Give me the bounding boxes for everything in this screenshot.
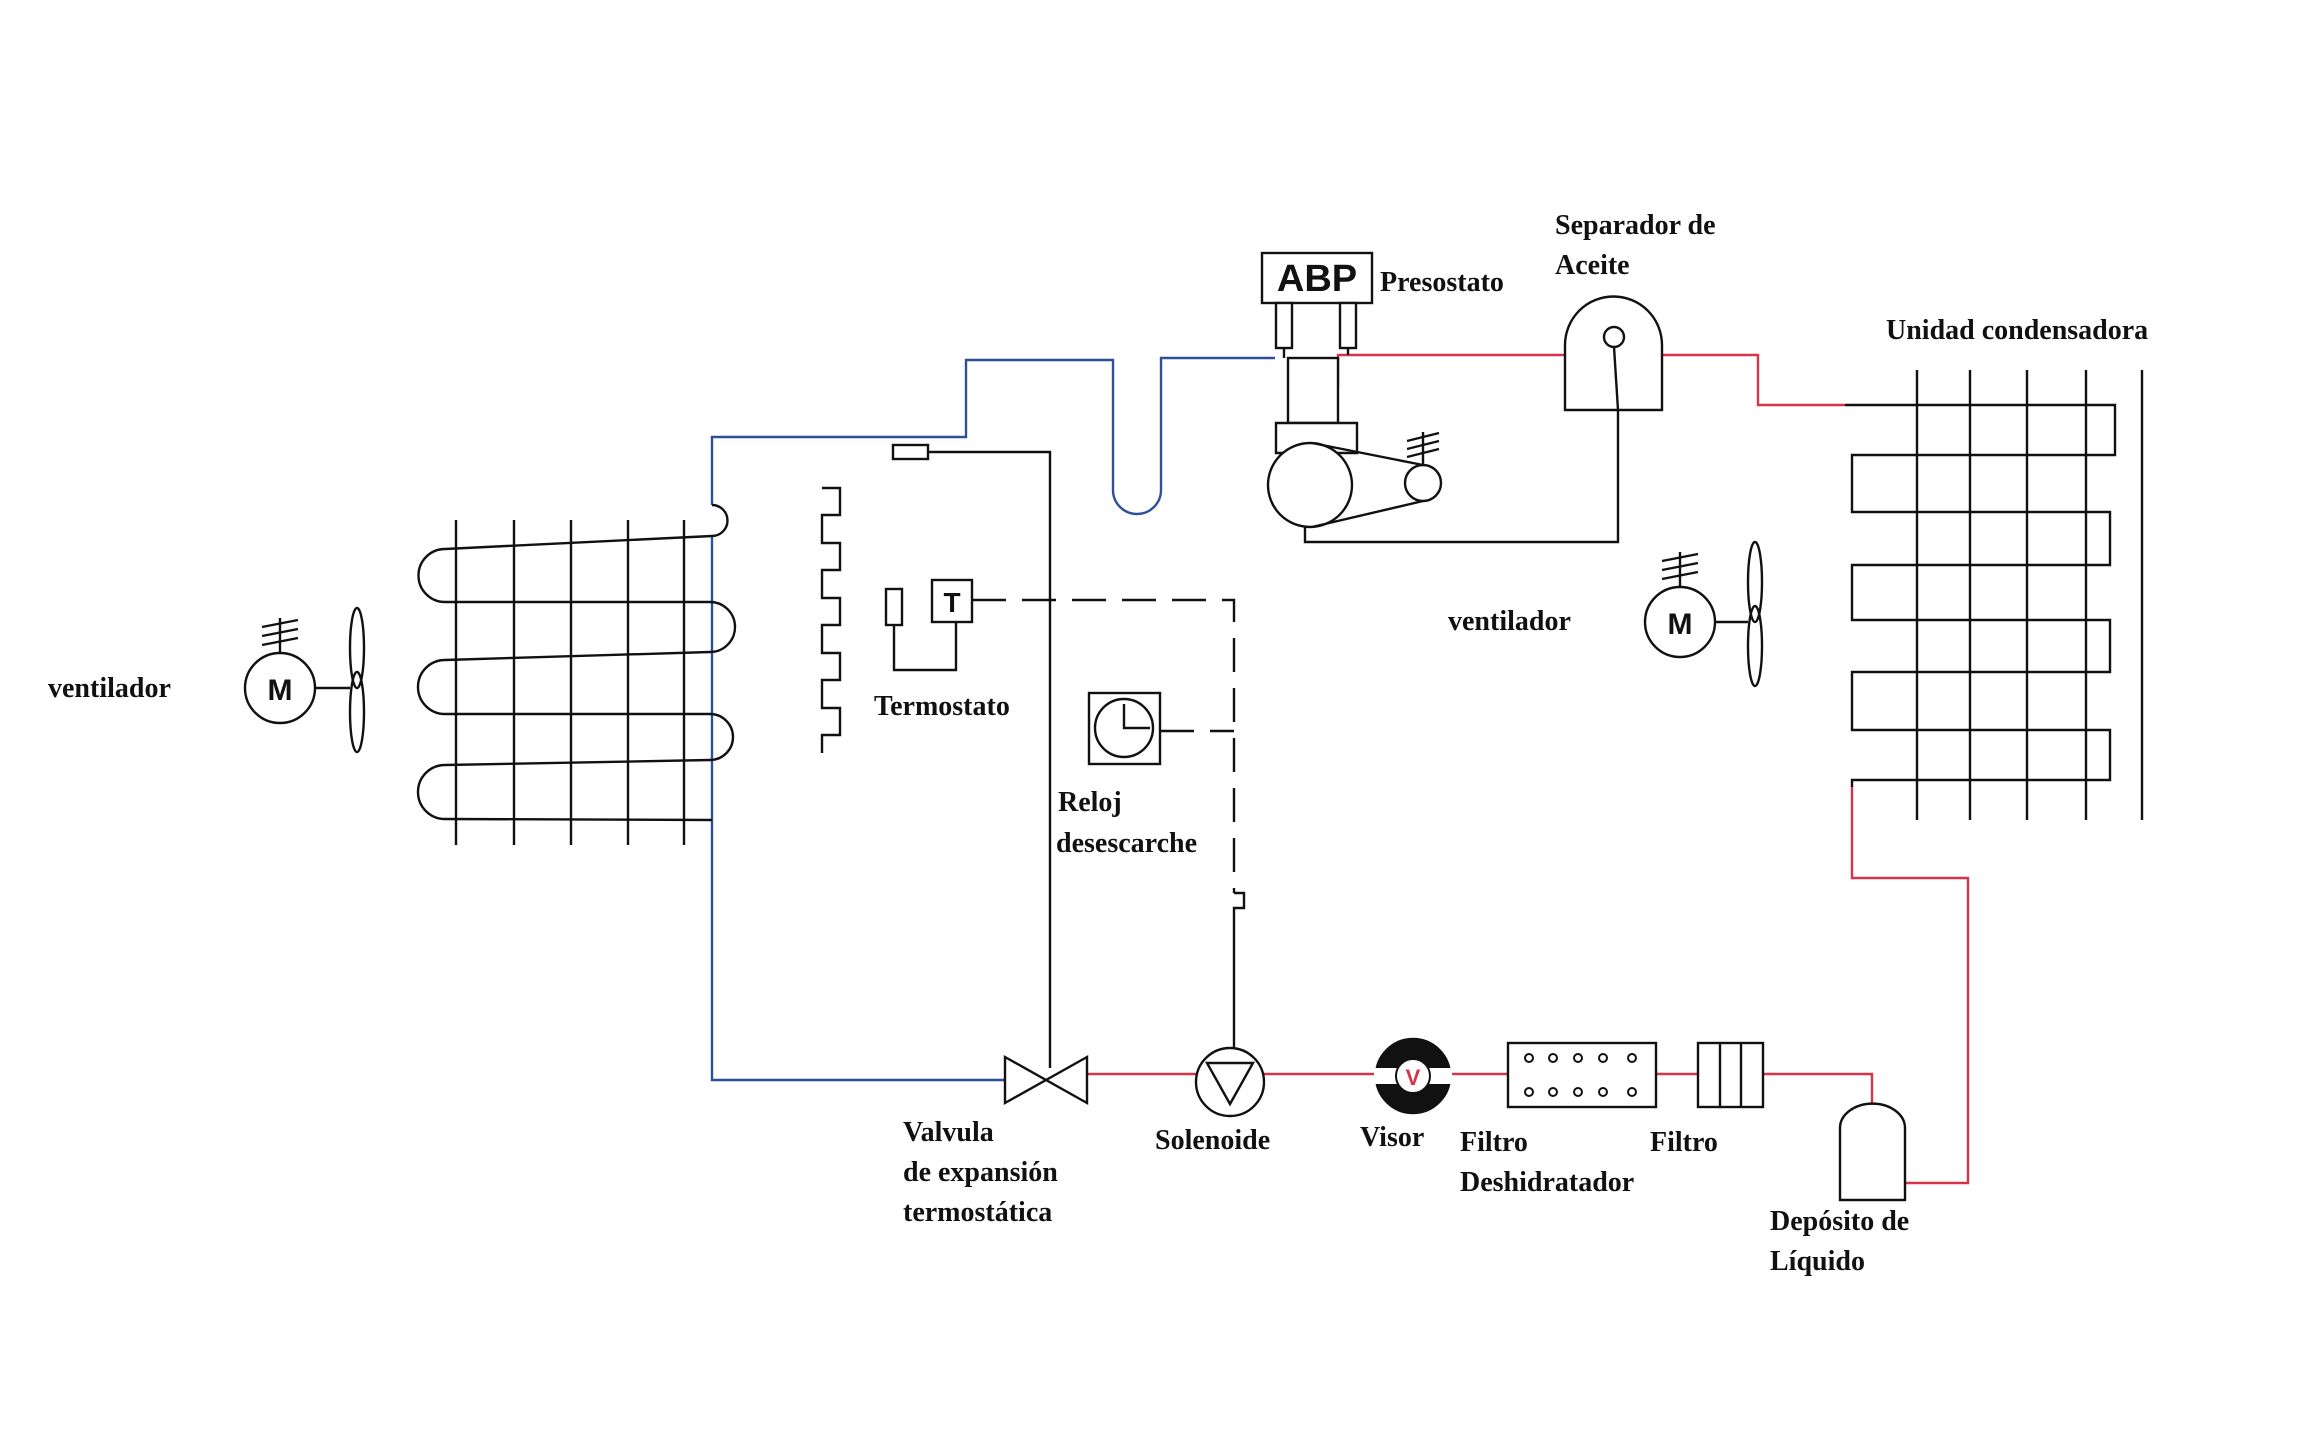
evaporator-fan: ventilador M [48, 606, 366, 754]
termostato-symbol: T [943, 587, 960, 618]
label-ventilador-right: ventilador [1448, 606, 1571, 637]
suction-line [710, 356, 1275, 1082]
clock-icon [1093, 697, 1155, 759]
compressor-icon [1266, 441, 1354, 529]
label-termostato: Termostato [874, 691, 1010, 722]
termostato: T Termostato [874, 578, 1010, 722]
filtro-deshidratador: Filtro Deshidratador [1460, 1041, 1658, 1198]
label-reloj-line1: Reloj [1058, 787, 1122, 818]
motor-right-symbol: M [1668, 608, 1693, 641]
presostato: ABP Presostato [1260, 251, 1504, 358]
label-solenoide: Solenoide [1155, 1125, 1270, 1156]
valve-icon [1003, 1054, 1089, 1106]
fan-blade-icon [348, 606, 366, 690]
fan-blade-icon [348, 670, 366, 754]
condensing-unit: Unidad condensadora [1845, 315, 2148, 820]
separador-aceite: Separador de Aceite [1555, 210, 1716, 412]
fan-blade-icon [1746, 604, 1764, 688]
evaporator-coil [416, 503, 737, 845]
visor: V Visor [1360, 1037, 1452, 1153]
label-reloj-line2: desescarche [1056, 828, 1197, 859]
label-ventilador-left: ventilador [48, 673, 171, 704]
condenser-fan: ventilador M [1448, 540, 1764, 688]
label-filtro-deshid-line1: Filtro [1460, 1127, 1528, 1158]
reloj-desescarche: Reloj desescarche [972, 598, 1246, 1052]
valve-sensing-bulb [891, 443, 1052, 1068]
label-valvula-line2: de expansión [903, 1157, 1058, 1188]
defrost-heater [820, 486, 842, 753]
label-valvula-line3: termostática [903, 1197, 1052, 1228]
motor-left-symbol: M [268, 674, 293, 707]
ground-symbol-icon [1661, 552, 1699, 587]
label-visor: Visor [1360, 1122, 1424, 1153]
evaporator-tubes [416, 534, 737, 822]
valvula-expansion: Valvula de expansión termostática [903, 1054, 1089, 1228]
label-separador-line1: Separador de [1555, 210, 1716, 241]
label-unidad-condensadora: Unidad condensadora [1886, 315, 2148, 346]
label-deposito-line1: Depósito de [1770, 1206, 1909, 1237]
fan-blade-icon [1746, 540, 1764, 624]
receiver-icon [1838, 1102, 1907, 1202]
evaporator-fins [454, 520, 686, 845]
condenser-fins [1915, 370, 2144, 820]
compressor [1266, 356, 1620, 544]
visor-symbol: V [1406, 1065, 1421, 1090]
label-presostato: Presostato [1380, 267, 1504, 298]
solenoid-icon [1194, 1046, 1266, 1118]
deposito-liquido: Depósito de Líquido [1770, 1102, 1909, 1277]
ground-symbol-icon [261, 618, 299, 653]
label-deposito-line2: Líquido [1770, 1246, 1865, 1277]
label-valvula-line1: Valvula [903, 1117, 994, 1148]
label-separador-line2: Aceite [1555, 250, 1630, 281]
solenoide: Solenoide [1155, 1046, 1270, 1156]
label-filtro-deshid-line2: Deshidratador [1460, 1167, 1634, 1198]
label-filtro: Filtro [1650, 1127, 1718, 1158]
ground-symbol-icon [1406, 431, 1440, 465]
presostato-symbol: ABP [1277, 258, 1357, 300]
filtro: Filtro [1650, 1041, 1765, 1158]
